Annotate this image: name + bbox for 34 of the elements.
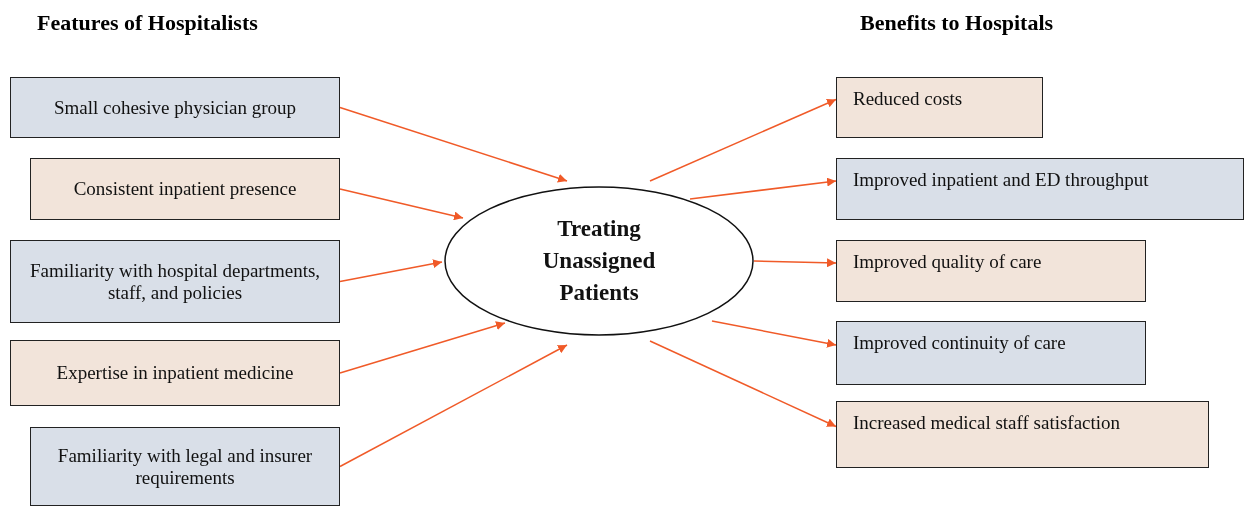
arrow (339, 259, 443, 283)
node-text: Treating Unassigned Patients (541, 214, 657, 308)
arrow (711, 320, 837, 348)
arrow (339, 321, 506, 374)
feature-box (10, 240, 340, 323)
arrow (649, 340, 837, 428)
node-text: Familiarity with legal and insurer requirements (56, 444, 314, 489)
feature-box (10, 340, 340, 406)
node-text: Increased medical staff satisfaction (853, 412, 1121, 434)
arrow (649, 98, 837, 182)
benefit-box (836, 321, 1146, 385)
node-text: Small cohesive physician group (53, 96, 297, 119)
node-text: Familiarity with hospital departments, staff, and policies (28, 259, 322, 304)
benefit-box (836, 158, 1244, 220)
arrow (753, 258, 837, 268)
benefit-box (836, 240, 1146, 302)
benefit-box (836, 401, 1209, 468)
node-text: Improved continuity of care (853, 332, 1066, 354)
arrow (689, 177, 837, 200)
column-heading: Features of Hospitalists (37, 10, 258, 36)
column-heading: Benefits to Hospitals (860, 10, 1054, 36)
feature-box (10, 77, 340, 138)
arrow (339, 106, 568, 183)
node-text: Improved quality of care (853, 251, 1042, 273)
node-text: Improved inpatient and ED throughput (853, 169, 1149, 191)
feature-box (30, 427, 340, 506)
node-text: Reduced costs (853, 88, 963, 110)
feature-box (30, 158, 340, 220)
benefit-box (836, 77, 1043, 138)
arrow (339, 188, 464, 221)
node-text: Expertise in inpatient medicine (56, 362, 294, 384)
arrow (339, 344, 568, 468)
node-text: Consistent inpatient presence (73, 178, 297, 200)
central-ellipse (444, 186, 754, 336)
